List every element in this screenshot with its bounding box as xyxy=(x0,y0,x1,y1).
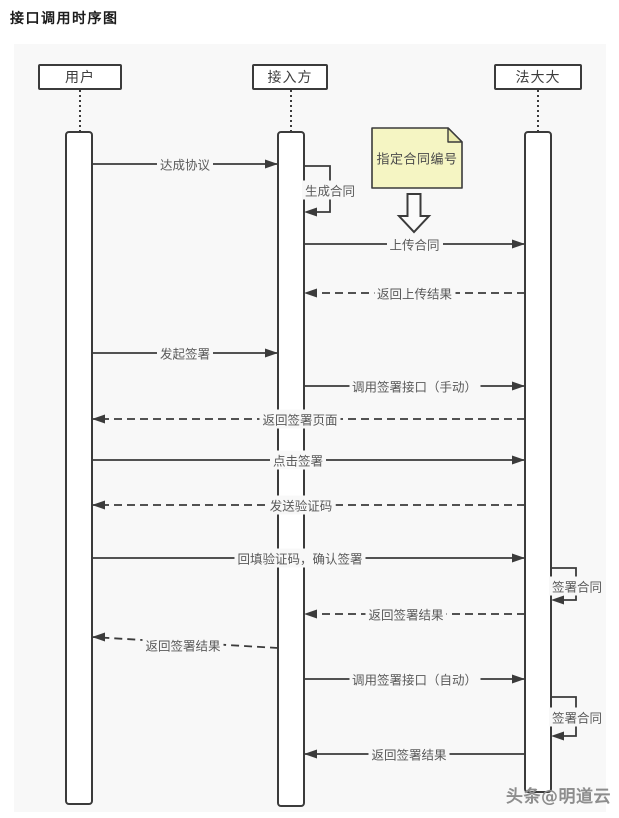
arrowhead-icon xyxy=(512,455,525,465)
message-label: 返回上传结果 xyxy=(373,283,456,303)
message-label: 返回签署结果 xyxy=(142,635,224,655)
arrowhead-icon xyxy=(92,500,105,510)
watermark: 头条@明道云 xyxy=(506,787,611,807)
activation-bar-user xyxy=(65,131,93,805)
message-label: 发送验证码 xyxy=(266,495,336,515)
message-label: 签署合同 xyxy=(548,576,606,596)
actor-label: 接入方 xyxy=(267,70,313,86)
message-label: 点击签署 xyxy=(269,450,327,470)
arrowhead-icon xyxy=(551,731,564,741)
actor-box-integrator: 接入方 xyxy=(252,64,328,90)
note-fold-icon xyxy=(447,127,463,143)
message-label: 调用签署接口（自动） xyxy=(348,669,481,689)
actor-label: 用户 xyxy=(65,70,95,86)
message-label: 调用签署接口（手动） xyxy=(348,376,481,396)
arrowhead-icon xyxy=(551,595,564,605)
message-label: 返回签署结果 xyxy=(368,744,450,764)
note-pointer-arrow-icon xyxy=(396,193,432,234)
arrowhead-icon xyxy=(304,207,317,217)
arrowhead-icon xyxy=(92,414,105,424)
arrowhead-icon xyxy=(512,553,525,563)
actor-label: 法大大 xyxy=(515,70,561,86)
message-label: 返回签署页面 xyxy=(259,409,341,429)
arrowhead-icon xyxy=(304,288,317,298)
arrowhead-icon xyxy=(265,159,278,169)
arrowhead-icon xyxy=(92,632,105,642)
message-label: 回填验证码，确认签署 xyxy=(234,548,366,568)
message-label: 达成协议 xyxy=(156,154,214,174)
arrowhead-icon xyxy=(512,674,525,684)
actor-box-fadada: 法大大 xyxy=(494,64,582,90)
note xyxy=(371,127,463,189)
note-label: 指定合同编号 xyxy=(376,152,458,168)
arrowhead-icon xyxy=(304,609,317,619)
message-label: 发起签署 xyxy=(156,343,214,363)
activation-bar-fadada xyxy=(524,131,552,793)
message-label: 上传合同 xyxy=(386,234,443,254)
message-label: 签署合同 xyxy=(548,707,606,727)
message-label: 返回签署结果 xyxy=(365,604,447,624)
arrowhead-icon xyxy=(265,348,278,358)
arrowhead-icon xyxy=(512,239,525,249)
arrowhead-icon xyxy=(304,749,317,759)
page-title: 接口调用时序图 xyxy=(10,11,119,27)
message-label: 生成合同 xyxy=(301,180,359,200)
actor-box-user: 用户 xyxy=(38,64,122,90)
arrowhead-icon xyxy=(512,381,525,391)
